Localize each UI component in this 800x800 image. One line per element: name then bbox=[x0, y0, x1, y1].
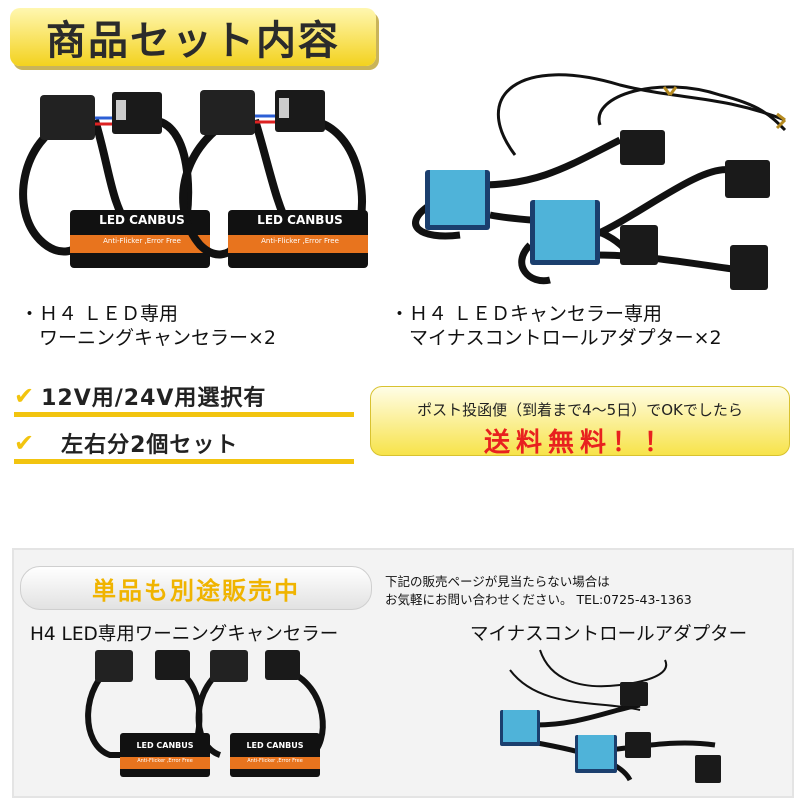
canceller-unit-2 bbox=[179, 90, 368, 268]
feature-pair: ✔ 左右分2個セット bbox=[14, 427, 354, 464]
single-sale-text: 単品も別途販売中 bbox=[92, 576, 300, 605]
adapter-subtitle: マイナスコントロールアダプター bbox=[470, 624, 748, 645]
right-caption-line-2: マイナスコントロールアダプター×2 bbox=[390, 327, 722, 349]
canceller-thumbnail bbox=[85, 650, 326, 777]
adapter-product-image bbox=[412, 73, 787, 290]
right-caption-line-1: ・Ｈ４ ＬＥＤキャンセラー専用 bbox=[390, 303, 663, 325]
check-icon: ✔ bbox=[14, 429, 36, 457]
check-icon: ✔ bbox=[14, 382, 36, 410]
canceller-product-image bbox=[19, 90, 368, 268]
feature-pair-text: 左右分2個セット bbox=[61, 433, 239, 458]
single-sale-badge: 単品も別途販売中 bbox=[20, 566, 372, 610]
shipping-text: ポスト投函便（到着まで4～5日）でOKでしたら bbox=[417, 401, 743, 419]
thumb-canbus-sublabel-1: Anti-Flicker ,Error Free bbox=[137, 758, 193, 764]
canbus-sublabel-2: Anti-Flicker ,Error Free bbox=[261, 237, 339, 245]
canbus-label-2: LED CANBUS bbox=[257, 213, 343, 227]
left-caption-line-2: ワーニングキャンセラー×2 bbox=[20, 327, 277, 349]
canceller-unit-1 bbox=[19, 92, 210, 268]
canbus-sublabel-1: Anti-Flicker ,Error Free bbox=[103, 237, 181, 245]
thumb-canbus-label-1: LED CANBUS bbox=[136, 741, 194, 750]
contact-note-line-1: 下記の販売ページが見当たらない場合は bbox=[385, 574, 610, 589]
canbus-label-1: LED CANBUS bbox=[99, 213, 185, 227]
contact-note-line-2: お気軽にお問い合わせください。 TEL:0725-43-1363 bbox=[385, 592, 692, 607]
canceller-subtitle: H4 LED専用ワーニングキャンセラー bbox=[30, 624, 339, 645]
free-shipping-text: 送料無料！！ bbox=[483, 428, 676, 458]
feature-voltage-text: 12V用/24V用選択有 bbox=[41, 386, 267, 411]
shipping-banner: ポスト投函便（到着まで4～5日）でOKでしたら 送料無料！！ bbox=[370, 386, 790, 458]
thumb-canbus-sublabel-2: Anti-Flicker ,Error Free bbox=[247, 758, 303, 764]
thumb-canbus-label-2: LED CANBUS bbox=[246, 741, 304, 750]
feature-voltage: ✔ 12V用/24V用選択有 bbox=[14, 380, 354, 417]
page-title: 商品セット内容 bbox=[46, 18, 340, 64]
left-caption-line-1: ・Ｈ４ ＬＥＤ専用 bbox=[20, 303, 179, 325]
title-badge: 商品セット内容 bbox=[10, 8, 376, 66]
adapter-thumbnail bbox=[500, 649, 721, 783]
